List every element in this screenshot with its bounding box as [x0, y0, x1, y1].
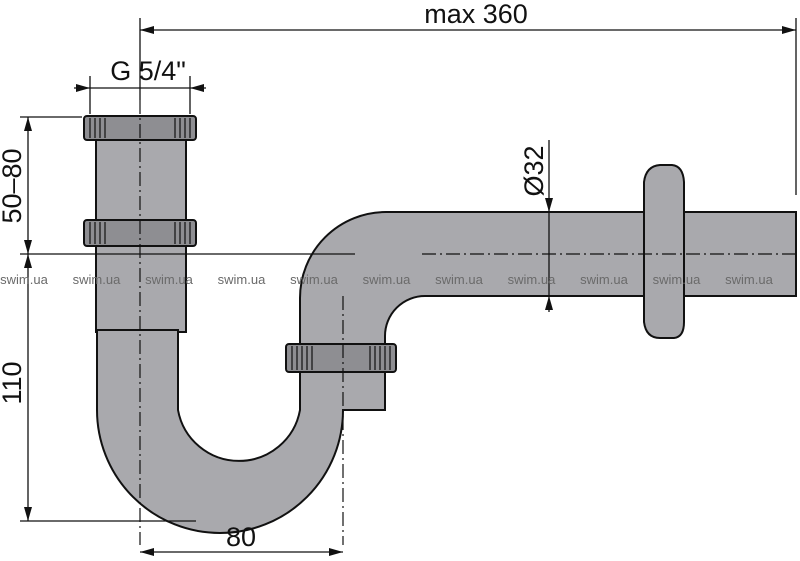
arrow-v-mid-down	[24, 254, 32, 268]
bend-nut	[285, 343, 397, 373]
dim-label-thread: G 5/4"	[110, 56, 186, 86]
wall-flange	[643, 164, 685, 339]
watermark-text: swim.ua	[725, 272, 773, 287]
dim-label-width: 80	[226, 522, 256, 552]
arrow-v-top	[24, 117, 32, 131]
dim-label-diameter: Ø32	[519, 145, 549, 196]
dimension-lines	[20, 18, 797, 553]
siphon-body	[95, 133, 797, 534]
dim-label-max-length: max 360	[424, 0, 528, 29]
watermark-text: swim.ua	[73, 272, 121, 287]
dim-label-height: 110	[0, 361, 27, 404]
dim-label-height-adjust: 50–80	[0, 148, 27, 223]
arrow-dia-top	[545, 198, 553, 212]
watermark-row: swim.ua swim.ua swim.ua swim.ua swim.ua swim.…	[0, 272, 773, 287]
arrow-v-bottom	[24, 507, 32, 521]
arrow-thread-left	[76, 84, 90, 92]
arrow-max-left	[140, 26, 154, 34]
watermark-text: swim.ua	[218, 272, 266, 287]
watermark-text: swim.ua	[508, 272, 556, 287]
dimension-arrows	[24, 26, 796, 556]
watermark-text: swim.ua	[653, 272, 701, 287]
u-bend	[96, 329, 386, 534]
watermark-text: swim.ua	[0, 272, 48, 287]
center-lines	[139, 100, 796, 545]
arrow-thread-right	[190, 84, 204, 92]
watermark-text: swim.ua	[580, 272, 628, 287]
inlet-lower-tube	[95, 245, 187, 333]
arrow-v-mid-up	[24, 240, 32, 254]
bend-nut-body	[285, 343, 397, 373]
watermark-text: swim.ua	[145, 272, 193, 287]
watermark-text: swim.ua	[363, 272, 411, 287]
watermark-text: swim.ua	[290, 272, 338, 287]
arrow-max-right	[782, 26, 796, 34]
arrow-width-left	[140, 548, 154, 556]
arrow-dia-bottom	[545, 296, 553, 310]
watermark-text: swim.ua	[435, 272, 483, 287]
arrow-width-right	[329, 548, 343, 556]
